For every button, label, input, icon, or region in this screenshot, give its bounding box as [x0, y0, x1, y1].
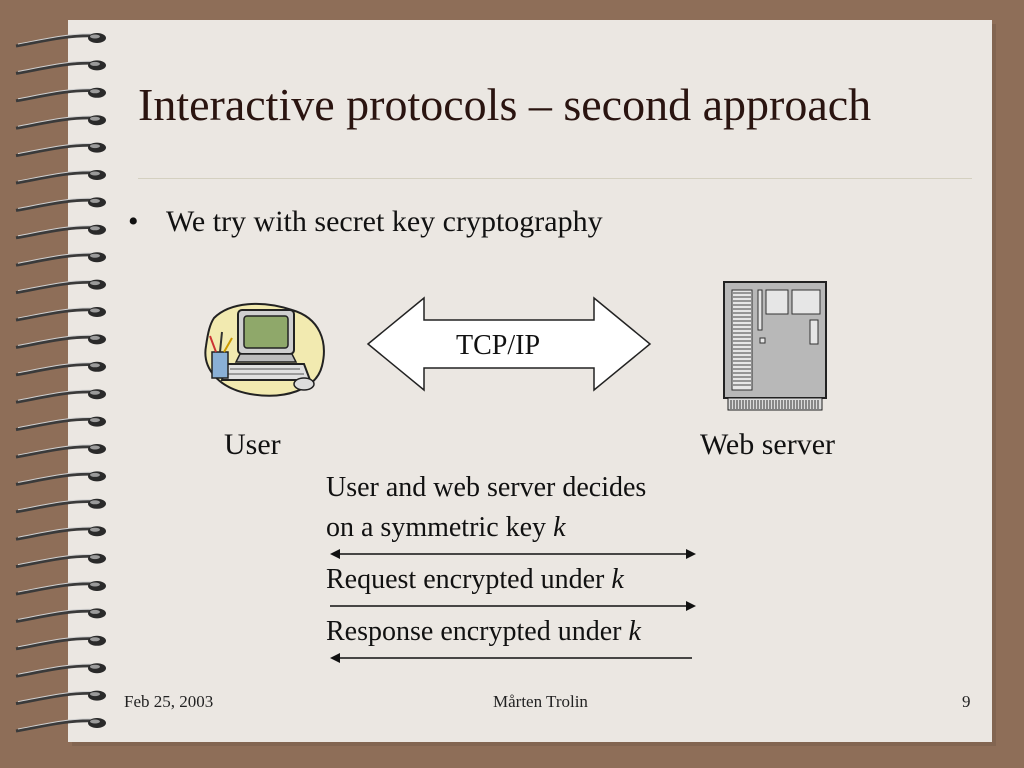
spiral-ring [15, 444, 106, 459]
spiral-ring [15, 334, 106, 349]
user-computer-icon [204, 302, 325, 397]
slide-title: Interactive protocols – second approach [138, 79, 872, 130]
title-divider [138, 178, 972, 179]
step3-left-arrow [330, 653, 692, 663]
spiral-ring [15, 553, 106, 569]
spiral-ring [15, 416, 106, 432]
footer-page-number: 9 [962, 692, 971, 711]
bullet-dot: • [128, 205, 139, 238]
step1-text: on a symmetric key [326, 512, 554, 543]
tcp-ip-double-arrow [366, 296, 652, 392]
footer-date: Feb 25, 2003 [124, 692, 214, 711]
spiral-ring [15, 498, 106, 514]
spiral-ring [15, 170, 106, 185]
spiral-ring [15, 635, 106, 651]
spiral-ring [15, 115, 106, 130]
spiral-ring [15, 608, 106, 623]
spiral-ring [15, 526, 106, 541]
bullet-text: We try with secret key cryptography [166, 205, 603, 238]
spiral-ring [15, 197, 106, 212]
step2-text: Request encrypted under [326, 564, 612, 595]
step2-line: Request encrypted under k [326, 564, 624, 596]
step3-text: Response encrypted under [326, 616, 629, 647]
step3-key: k [628, 616, 641, 647]
web-server-icon [723, 281, 827, 411]
spiral-ring [15, 252, 106, 267]
spiral-ring [15, 224, 106, 240]
spiral-ring [15, 279, 106, 295]
step2-right-arrow [330, 601, 696, 611]
spiral-ring [15, 361, 106, 377]
spiral-ring [15, 87, 106, 103]
spiral-ring [15, 718, 106, 733]
spiral-ring [15, 690, 106, 706]
user-label: User [224, 428, 281, 461]
spiral-ring [15, 307, 106, 322]
step3-line: Response encrypted under k [326, 616, 641, 648]
spiral-ring [15, 60, 106, 75]
spiral-ring [15, 389, 106, 404]
bullet-item: • We try with secret key cryptography [128, 205, 603, 239]
footer-author: Mårten Trolin [493, 692, 588, 711]
step1-line2: on a symmetric key k [326, 512, 566, 544]
tcp-ip-label: TCP/IP [456, 330, 541, 361]
step1-key: k [553, 512, 566, 543]
spiral-ring [15, 471, 106, 486]
spiral-ring [15, 581, 106, 596]
step2-key: k [611, 564, 624, 595]
spiral-ring [15, 663, 106, 678]
spiral-binding [0, 0, 106, 768]
spiral-ring [15, 33, 106, 48]
step1-line1: User and web server decides [326, 472, 647, 503]
web-server-label: Web server [700, 428, 836, 461]
spiral-ring [15, 142, 106, 158]
step1-double-arrow [330, 549, 696, 559]
